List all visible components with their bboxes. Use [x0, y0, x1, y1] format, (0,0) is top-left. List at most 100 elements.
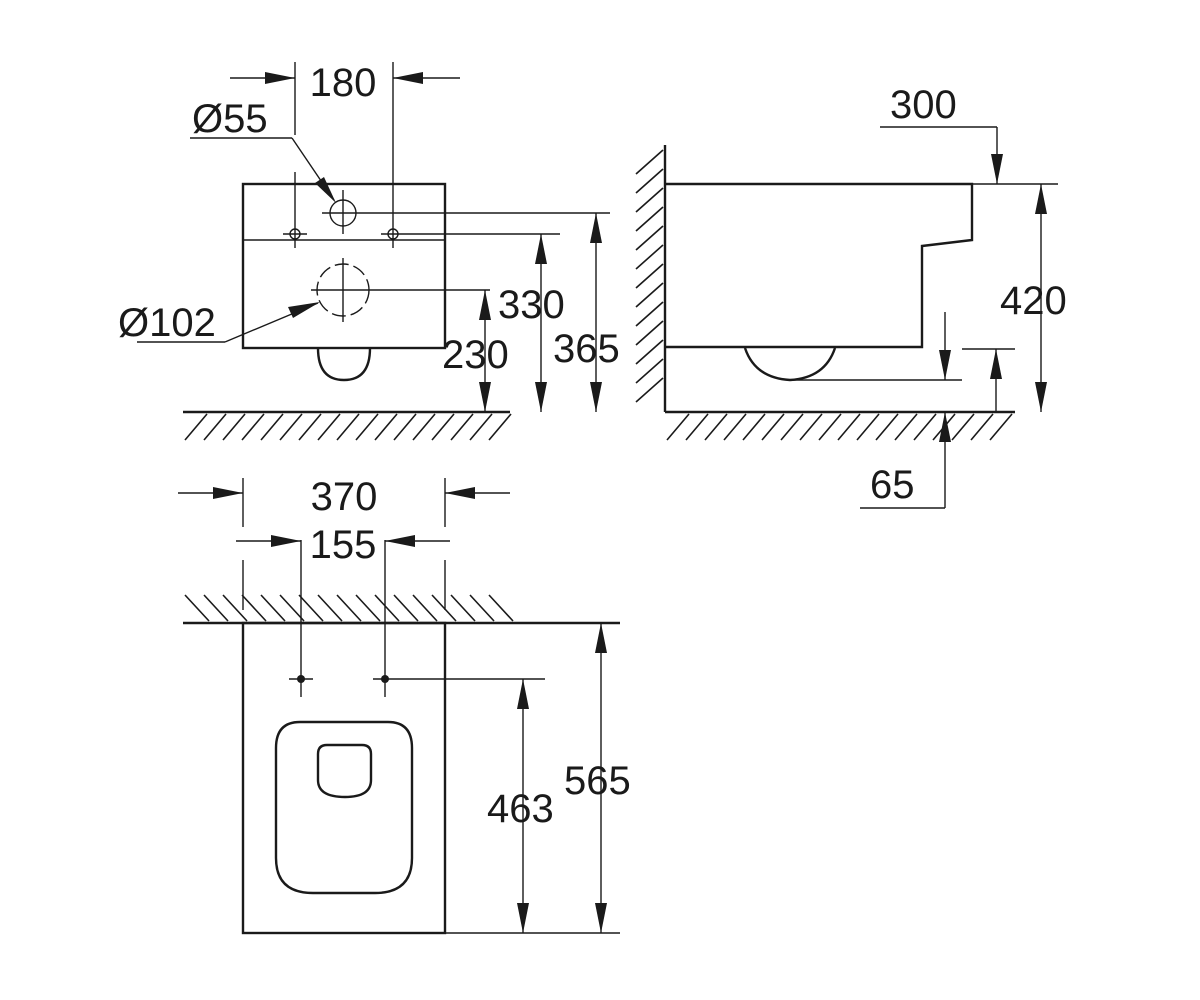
wall-hatch-stroke: [317, 594, 343, 622]
dim-65-label: 65: [870, 463, 915, 507]
floor-hatch-stroke: [970, 413, 994, 441]
floor-hatch-stroke: [894, 413, 918, 441]
dim-155-arrow-left: [271, 535, 301, 547]
dim-65-arrow-bottom: [939, 412, 951, 442]
dim-565-arrow-top: [595, 623, 607, 653]
dim-outlet-arrow: [288, 302, 320, 318]
floor-hatch-stroke: [951, 413, 975, 441]
dim-inlet-arrow: [315, 177, 336, 203]
front-body-outline: [241, 182, 447, 350]
wall-hatch-stroke: [412, 594, 438, 622]
dim-565-arrow-bottom: [595, 903, 607, 933]
dim-420-arrow-bottom: [1035, 382, 1047, 412]
side-clearance-arrow: [990, 349, 1002, 379]
dim-365-arrow-bottom: [590, 382, 602, 412]
floor-hatch-stroke: [203, 413, 227, 441]
floor-hatch-stroke: [488, 413, 512, 441]
floor-hatch-stroke: [279, 413, 303, 441]
wall-hatch-stroke: [635, 358, 664, 384]
dim-370-arrow-right: [445, 487, 475, 499]
dim-370-arrow-left: [213, 487, 243, 499]
dim-565-label: 565: [564, 759, 631, 803]
dim-180-arrow-right: [393, 72, 423, 84]
wall-hatch-stroke: [635, 187, 664, 213]
wall-hatch-stroke: [203, 594, 229, 622]
dim-230-arrow-bottom: [479, 382, 491, 412]
wall-hatch-stroke: [635, 301, 664, 327]
top-view: 370 155 463 565: [178, 475, 631, 935]
dim-463-label: 463: [487, 787, 554, 831]
front-bowl-underside: [316, 347, 372, 382]
top-fixing-right-point: [381, 675, 389, 683]
side-bowl-underside: [743, 347, 837, 382]
top-body-outline: [241, 621, 447, 935]
floor-hatch-stroke: [374, 413, 398, 441]
floor-hatch-stroke: [184, 413, 208, 441]
floor-hatch-stroke: [875, 413, 899, 441]
floor-hatch-stroke: [298, 413, 322, 441]
side-floor-hatching: [666, 413, 1013, 441]
wall-hatch-stroke: [635, 225, 664, 251]
dim-180-label: 180: [310, 61, 377, 105]
dim-230-arrow-top: [479, 290, 491, 320]
top-fixing-left-point: [297, 675, 305, 683]
wall-hatch-stroke: [635, 339, 664, 365]
dim-420-arrow-top: [1035, 184, 1047, 214]
wall-hatch-stroke: [635, 149, 664, 175]
wall-hatch-stroke: [635, 168, 664, 194]
floor-hatch-stroke: [412, 413, 436, 441]
dim-330-label: 330: [498, 283, 565, 327]
wall-hatch-stroke: [635, 206, 664, 232]
side-wall-hatching: [635, 149, 664, 403]
wall-hatch-stroke: [184, 594, 210, 622]
dim-155-arrow-right: [385, 535, 415, 547]
floor-hatch-stroke: [469, 413, 493, 441]
floor-hatch-stroke: [393, 413, 417, 441]
dim-300-arrow: [991, 154, 1003, 184]
wall-hatch-stroke: [336, 594, 362, 622]
wall-hatch-stroke: [298, 594, 324, 622]
floor-hatch-stroke: [837, 413, 861, 441]
floor-hatch-stroke: [666, 413, 690, 441]
dim-365-label: 365: [553, 327, 620, 371]
floor-hatch-stroke: [317, 413, 341, 441]
floor-hatch-stroke: [818, 413, 842, 441]
floor-hatch-stroke: [260, 413, 284, 441]
floor-hatch-stroke: [989, 413, 1013, 441]
wall-hatch-stroke: [635, 282, 664, 308]
floor-hatch-stroke: [742, 413, 766, 441]
wall-hatch-stroke: [635, 377, 664, 403]
floor-hatch-stroke: [222, 413, 246, 441]
dim-65-arrow-top: [939, 350, 951, 380]
floor-hatch-stroke: [723, 413, 747, 441]
wall-hatch-stroke: [279, 594, 305, 622]
floor-hatch-stroke: [336, 413, 360, 441]
dim-300-label: 300: [890, 83, 957, 127]
wall-hatch-stroke: [635, 244, 664, 270]
dim-230-label: 230: [442, 333, 509, 377]
wall-hatch-stroke: [635, 263, 664, 289]
dim-180-arrow-left: [265, 72, 295, 84]
top-seat-outline: [274, 720, 414, 895]
floor-hatch-stroke: [761, 413, 785, 441]
fixing-left-point: [289, 228, 301, 240]
wall-hatch-stroke: [450, 594, 476, 622]
top-wall-hatching: [184, 594, 514, 622]
floor-hatch-stroke: [241, 413, 265, 441]
wall-hatch-stroke: [374, 594, 400, 622]
floor-hatch-stroke: [685, 413, 709, 441]
floor-hatch-stroke: [913, 413, 937, 441]
wall-hatch-stroke: [635, 320, 664, 346]
side-body-outline: [665, 182, 974, 349]
front-floor-hatching: [184, 413, 512, 441]
dim-330-arrow-top: [535, 234, 547, 264]
dim-outlet-label: Ø102: [118, 301, 216, 345]
dim-inlet-label: Ø55: [192, 97, 268, 141]
wall-hatch-stroke: [355, 594, 381, 622]
floor-hatch-stroke: [780, 413, 804, 441]
floor-hatch-stroke: [704, 413, 728, 441]
dim-365-arrow-top: [590, 213, 602, 243]
dim-370-label: 370: [311, 475, 378, 519]
dim-463-arrow-bottom: [517, 903, 529, 933]
